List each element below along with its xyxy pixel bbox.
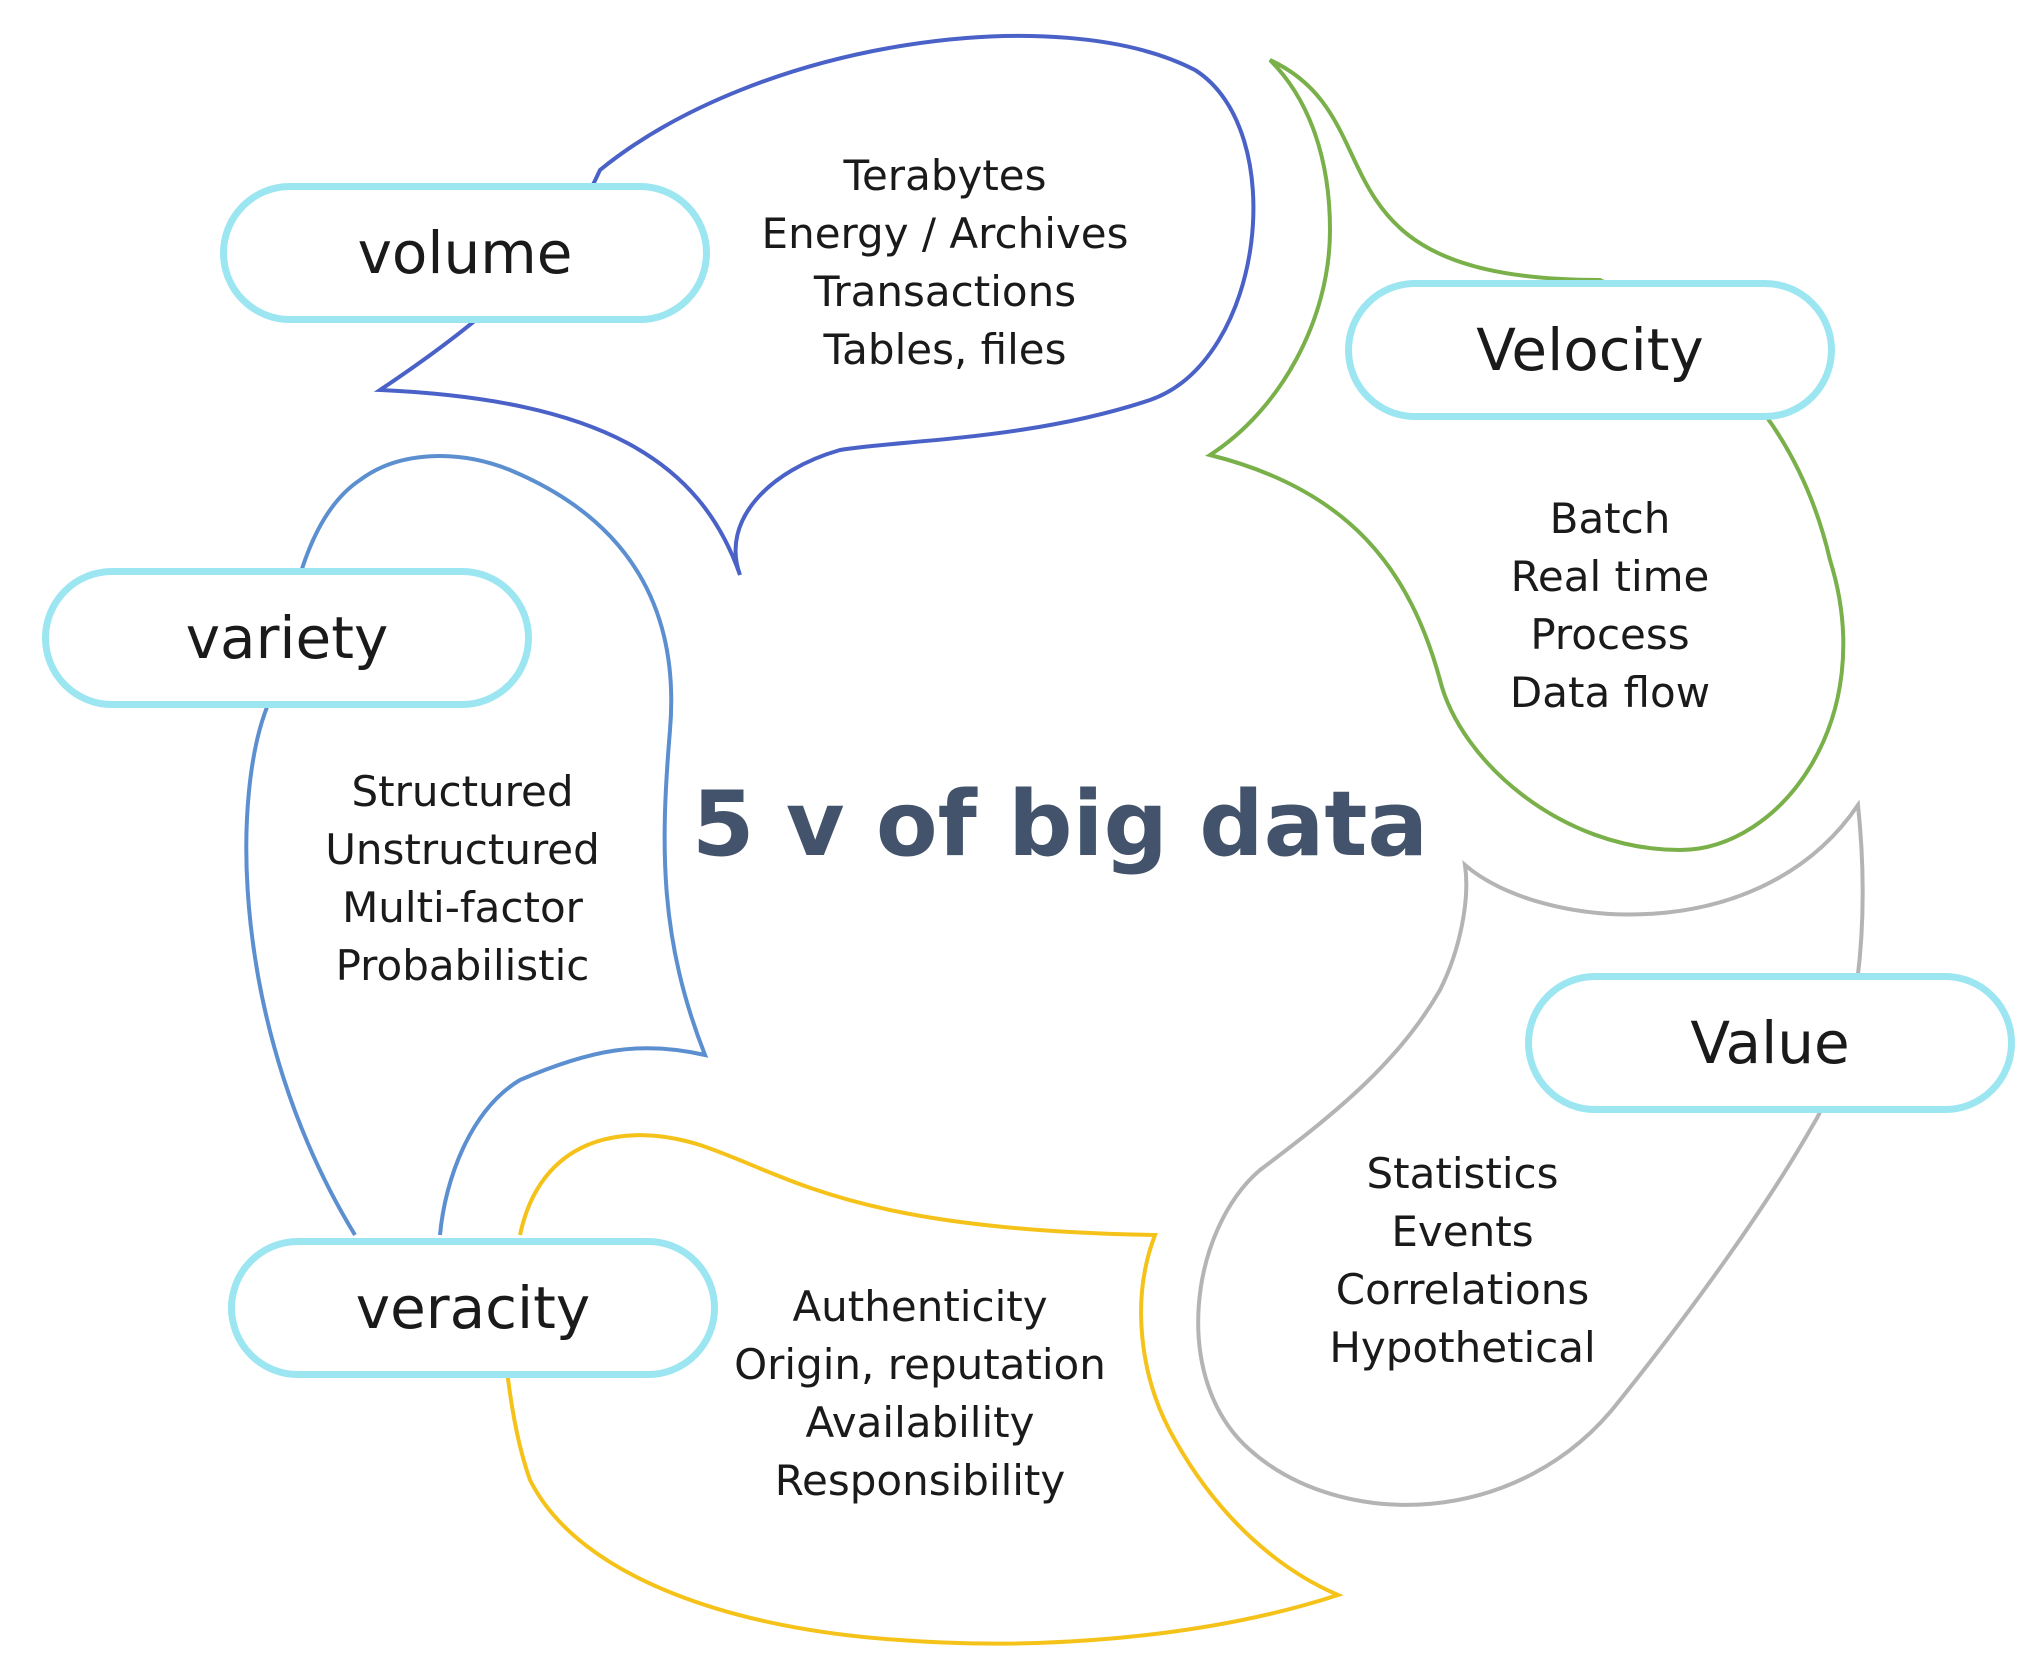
volume-petal-outline (373, 34, 1256, 576)
list-item: Events (1391, 1207, 1534, 1256)
list-item: Origin, reputation (734, 1340, 1106, 1389)
list-item: Tables, files (823, 325, 1067, 374)
list-item: Data flow (1509, 668, 1711, 717)
volume-label-pill: volume (220, 183, 710, 323)
list-item: Real time (1510, 552, 1710, 601)
list-item: Structured (351, 767, 574, 816)
list-item: Statistics (1366, 1149, 1559, 1198)
velocity-petal-outline (1205, 58, 1846, 853)
velocity-items: Batch Real time Process Data flow (1450, 490, 1770, 722)
list-item: Multi-factor (342, 883, 583, 932)
value-label-pill: Value (1525, 973, 2015, 1113)
veracity-items: Authenticity Origin, reputation Availabi… (700, 1278, 1140, 1510)
diagram-title: 5 v of big data (691, 772, 1429, 877)
list-item: Transactions (813, 267, 1077, 316)
veracity-label-pill: veracity (228, 1238, 718, 1378)
list-item: Probabilistic (335, 941, 590, 990)
velocity-label-pill: Velocity (1345, 280, 1835, 420)
list-item: Batch (1549, 494, 1671, 543)
list-item: Responsibility (774, 1456, 1066, 1505)
list-item: Unstructured (325, 825, 600, 874)
list-item: Authenticity (792, 1282, 1048, 1331)
value-petal-outline (1196, 799, 1865, 1507)
list-item: Energy / Archives (761, 209, 1129, 258)
veracity-label: veracity (355, 1274, 591, 1342)
list-item: Correlations (1335, 1265, 1590, 1314)
variety-items: Structured Unstructured Multi-factor Pro… (285, 763, 640, 995)
list-item: Availability (805, 1398, 1035, 1447)
velocity-label: Velocity (1476, 316, 1704, 384)
variety-label: variety (185, 604, 389, 672)
list-item: Terabytes (843, 151, 1047, 200)
volume-label: volume (357, 219, 573, 287)
volume-items: Terabytes Energy / Archives Transactions… (720, 147, 1170, 379)
value-label: Value (1690, 1009, 1850, 1077)
list-item: Process (1530, 610, 1690, 659)
variety-label-pill: variety (42, 568, 532, 708)
variety-petal-outline (244, 454, 709, 1237)
list-item: Hypothetical (1329, 1323, 1596, 1372)
value-items: Statistics Events Correlations Hypotheti… (1290, 1145, 1635, 1377)
veracity-petal-outline (503, 1133, 1344, 1646)
